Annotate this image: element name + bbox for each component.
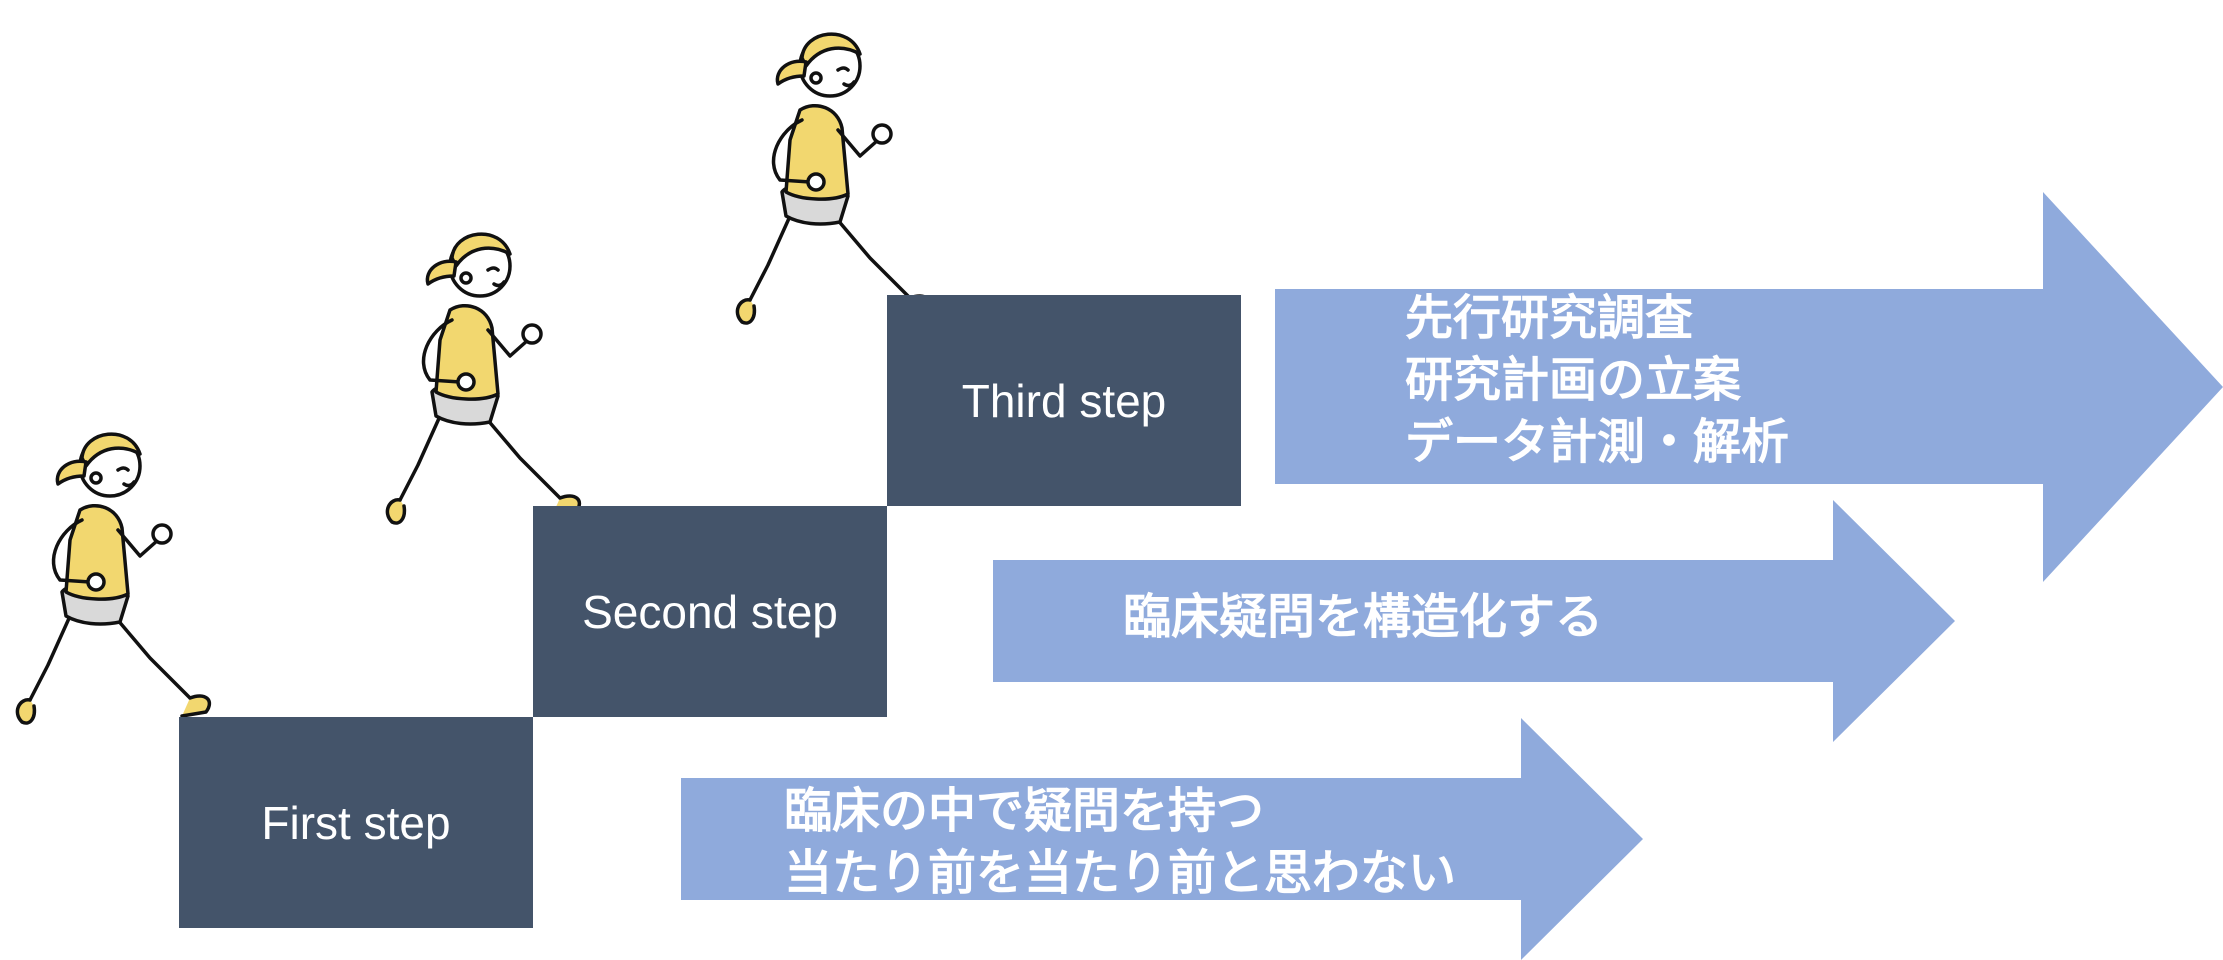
third-step-block: Third step [887, 295, 1241, 506]
arrow-shape [993, 500, 1955, 742]
arrow-text-line: 研究計画の立案 [1405, 352, 1742, 408]
third-step-arrow: 先行研究調査 研究計画の立案 データ計測・解析 [1275, 192, 2223, 582]
second-step-arrow: 臨床疑問を構造化する [993, 500, 1955, 742]
arrow-text-line: 当たり前を当たり前と思わない [784, 845, 1457, 901]
first-step-block: First step [179, 717, 533, 928]
arrow-text-line: 臨床の中で疑問を持つ [784, 783, 1265, 839]
first-step-arrow-text: 臨床の中で疑問を持つ 当たり前を当たり前と思わない [784, 780, 1456, 904]
third-step-arrow-text: 先行研究調査 研究計画の立案 データ計測・解析 [1405, 287, 1789, 473]
arrow-text-line: データ計測・解析 [1405, 414, 1790, 470]
arrow-shape [1275, 192, 2223, 582]
first-step-label: First step [261, 796, 451, 849]
second-step-label: Second step [582, 585, 838, 638]
arrow-shape [681, 718, 1643, 960]
running-woman-icon [370, 200, 610, 550]
first-step-arrow: 臨床の中で疑問を持つ 当たり前を当たり前と思わない [681, 718, 1643, 960]
third-step-label: Third step [961, 374, 1167, 427]
arrow-text-line: 臨床疑問を構造化する [1123, 589, 1604, 645]
second-step-block: Second step [533, 506, 887, 717]
arrow-text-line: 先行研究調査 [1405, 290, 1694, 346]
running-woman-icon [0, 400, 240, 750]
second-step-arrow-text: 臨床疑問を構造化する [1123, 586, 1603, 648]
